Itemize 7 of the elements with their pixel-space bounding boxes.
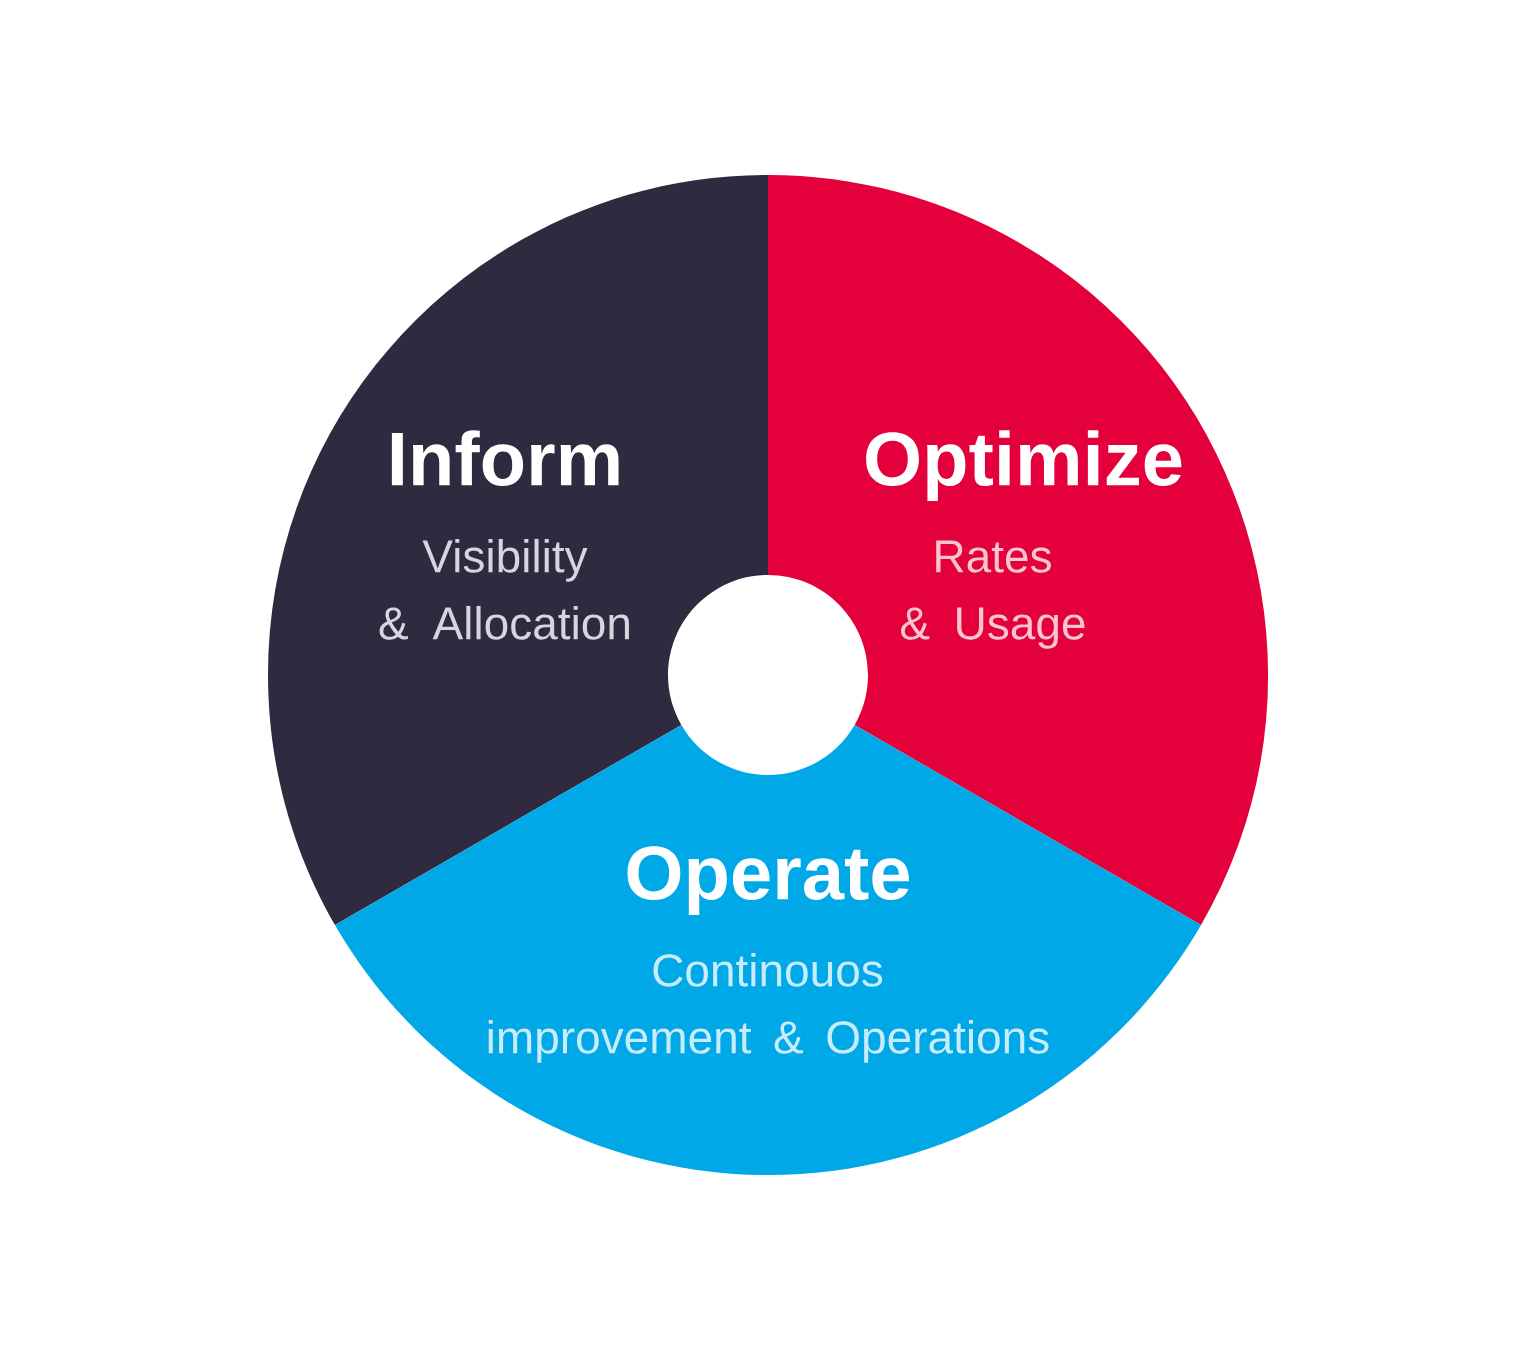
segment-heading: Inform [391, 430, 619, 486]
segment-heading: Operate [627, 846, 909, 916]
donut-segment [335, 725, 1202, 1176]
segment-description: Rates & Usage [901, 540, 1085, 649]
segment-description: Continouos improvement & Operations [488, 952, 1049, 1063]
segment-description: Visibility & Allocation [379, 538, 629, 640]
segment-heading: Optimize [866, 430, 1182, 502]
